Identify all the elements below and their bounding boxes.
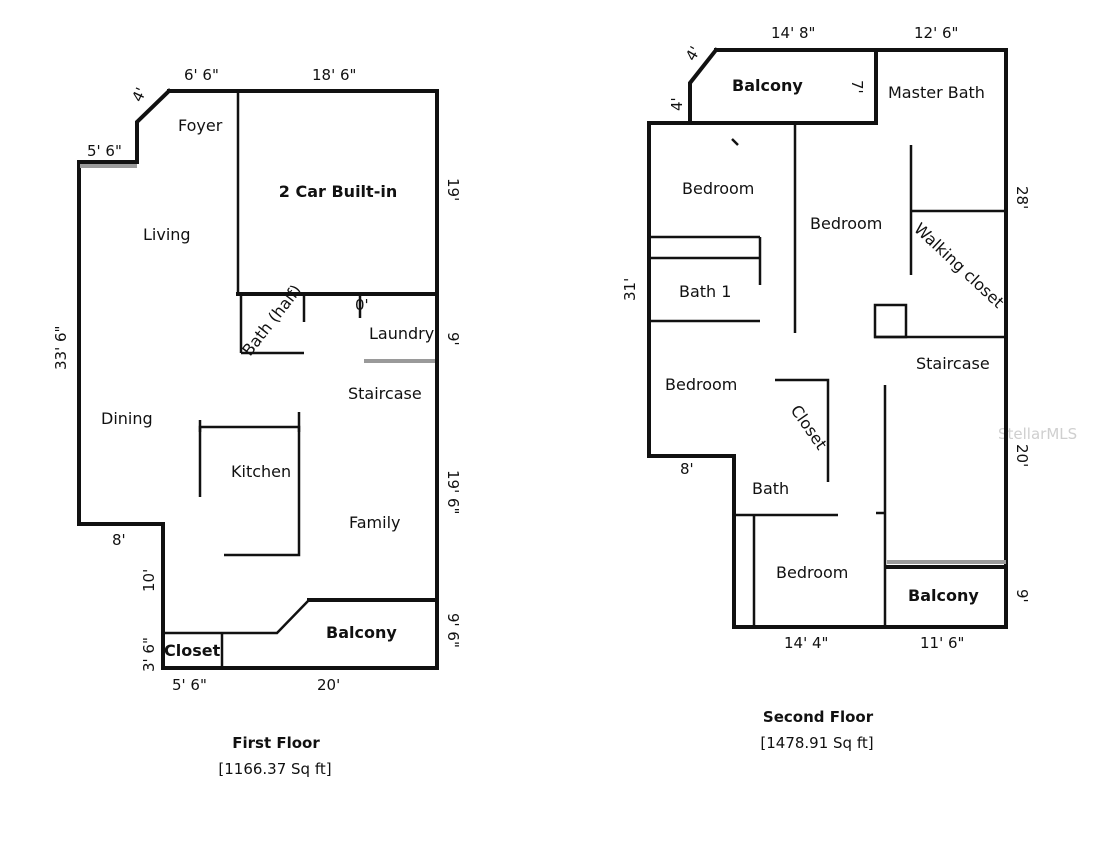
dim-right-bottom: 9' <box>1013 589 1031 603</box>
first-floor-plan: Foyer 2 Car Built-in Living Bath (half) … <box>52 66 462 778</box>
closet-wall <box>775 378 830 482</box>
room-bedroom-1: Bedroom <box>682 179 754 198</box>
room-family: Family <box>349 513 400 532</box>
dim-top-left: 14' 8" <box>771 24 815 42</box>
room-walking-closet: Walking closet <box>910 219 1008 312</box>
room-bath-1: Bath 1 <box>679 282 731 301</box>
dim-bottom-right: 11' 6" <box>920 634 964 652</box>
dim-corner-side: 4' <box>668 97 686 111</box>
dim-right-lower: 20' <box>1013 444 1031 467</box>
dim-top-left: 6' 6" <box>184 66 219 84</box>
second-floor-title: Second Floor <box>763 708 874 726</box>
dim-bottom-step: 8' <box>112 531 126 549</box>
dim-right-bottom: 9' 6" <box>444 613 462 648</box>
dim-bottom-left: 5' 6" <box>172 676 207 694</box>
dim-balcony-depth: 7' <box>848 80 866 94</box>
dim-corner: 4' <box>682 43 704 64</box>
first-floor-title: First Floor <box>232 734 320 752</box>
room-foyer: Foyer <box>178 116 223 135</box>
dim-closet-side: 3' 6" <box>140 637 158 672</box>
second-floor-column <box>873 303 908 339</box>
second-floor-area: [1478.91 Sq ft] <box>760 734 873 752</box>
dim-left-step: 5' 6" <box>87 142 122 160</box>
dim-right-lower: 19' 6" <box>444 470 462 514</box>
first-floor-outer-wall <box>77 88 439 670</box>
room-staircase: Staircase <box>348 384 422 403</box>
dim-top-right: 18' 6" <box>312 66 356 84</box>
room-living: Living <box>143 225 191 244</box>
room-closet: Closet <box>787 401 831 453</box>
room-master-bath: Master Bath <box>888 83 985 102</box>
room-bottom-balcony: Balcony <box>908 586 979 605</box>
room-dining: Dining <box>101 409 153 428</box>
room-staircase: Staircase <box>916 354 990 373</box>
dim-right-mid: 9' <box>444 332 462 346</box>
second-floor-outer-wall <box>647 47 1008 629</box>
dim-step: 8' <box>680 460 694 478</box>
dim-right-upper: 28' <box>1013 186 1031 209</box>
room-laundry: Laundry <box>369 324 434 343</box>
dim-left-side: 31' <box>621 278 639 301</box>
room-closet: Closet <box>164 641 221 660</box>
dim-bottom-left: 14' 4" <box>784 634 828 652</box>
dim-left-lower: 10' <box>140 569 158 592</box>
room-kitchen: Kitchen <box>231 462 291 481</box>
room-bedroom-4: Bedroom <box>776 563 848 582</box>
dim-left-side: 33' 6" <box>52 326 70 370</box>
room-bedroom-3: Bedroom <box>665 375 737 394</box>
dim-bottom-right: 20' <box>317 676 340 694</box>
kitchen-counter <box>198 425 301 557</box>
room-top-balcony: Balcony <box>732 76 803 95</box>
room-garage: 2 Car Built-in <box>279 182 397 201</box>
dim-zero: 0' <box>355 296 369 314</box>
dim-corner: 4' <box>128 85 150 105</box>
room-bedroom-2: Bedroom <box>810 214 882 233</box>
watermark: StellarMLS <box>998 425 1077 443</box>
dim-top-right: 12' 6" <box>914 24 958 42</box>
second-floor-plan: Balcony Master Bath Bedroom Bedroom Walk… <box>621 24 1031 752</box>
room-bath: Bath <box>752 479 789 498</box>
dim-right-upper: 19' <box>444 178 462 201</box>
door-mark <box>731 138 739 146</box>
first-floor-area: [1166.37 Sq ft] <box>218 760 331 778</box>
room-balcony: Balcony <box>326 623 397 642</box>
